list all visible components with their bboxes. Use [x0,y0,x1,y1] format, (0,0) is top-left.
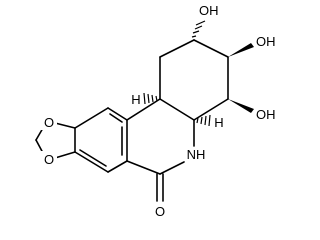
bond [126,98,161,121]
solid-wedge-bond [228,99,254,113]
nh-label: NH [187,147,206,162]
hashed-wedge-bond [143,92,158,105]
bond [107,107,128,121]
hydroxyl-2-label: OH [199,3,219,18]
bond [126,160,161,175]
bond [35,139,44,154]
hashed-wedge-bond [196,114,211,127]
dioxole-oxygen-top-label: O [44,115,54,130]
bond [107,160,128,173]
double-bond-inner [79,149,107,167]
hydrogen-10b-label: H [131,92,140,107]
double-bond-inner [109,113,123,123]
carbonyl-oxygen-label: O [155,204,165,219]
aromatic-ring [74,107,128,173]
structure-diagram: O O O NH OH OH OH [35,3,276,219]
bond [74,151,109,173]
lactam-ring: O NH [126,98,206,219]
bond [54,122,76,129]
bond [159,98,195,121]
hydroxyl-3-label: OH [256,34,276,49]
bond [54,151,76,159]
bond [74,107,109,129]
hydroxyl-4-label: OH [256,107,276,122]
bond [193,39,229,58]
bond [193,98,229,121]
hydrogen-4a-label: H [214,115,223,130]
hashed-wedge-bond [191,20,206,38]
cyclohexane-ring: OH OH OH H H [131,3,275,130]
dioxole-ring: O O [35,114,76,167]
solid-wedge-bond [228,43,254,57]
bond [159,161,185,175]
dioxole-oxygen-bottom-label: O [44,152,54,167]
bond [159,39,195,58]
